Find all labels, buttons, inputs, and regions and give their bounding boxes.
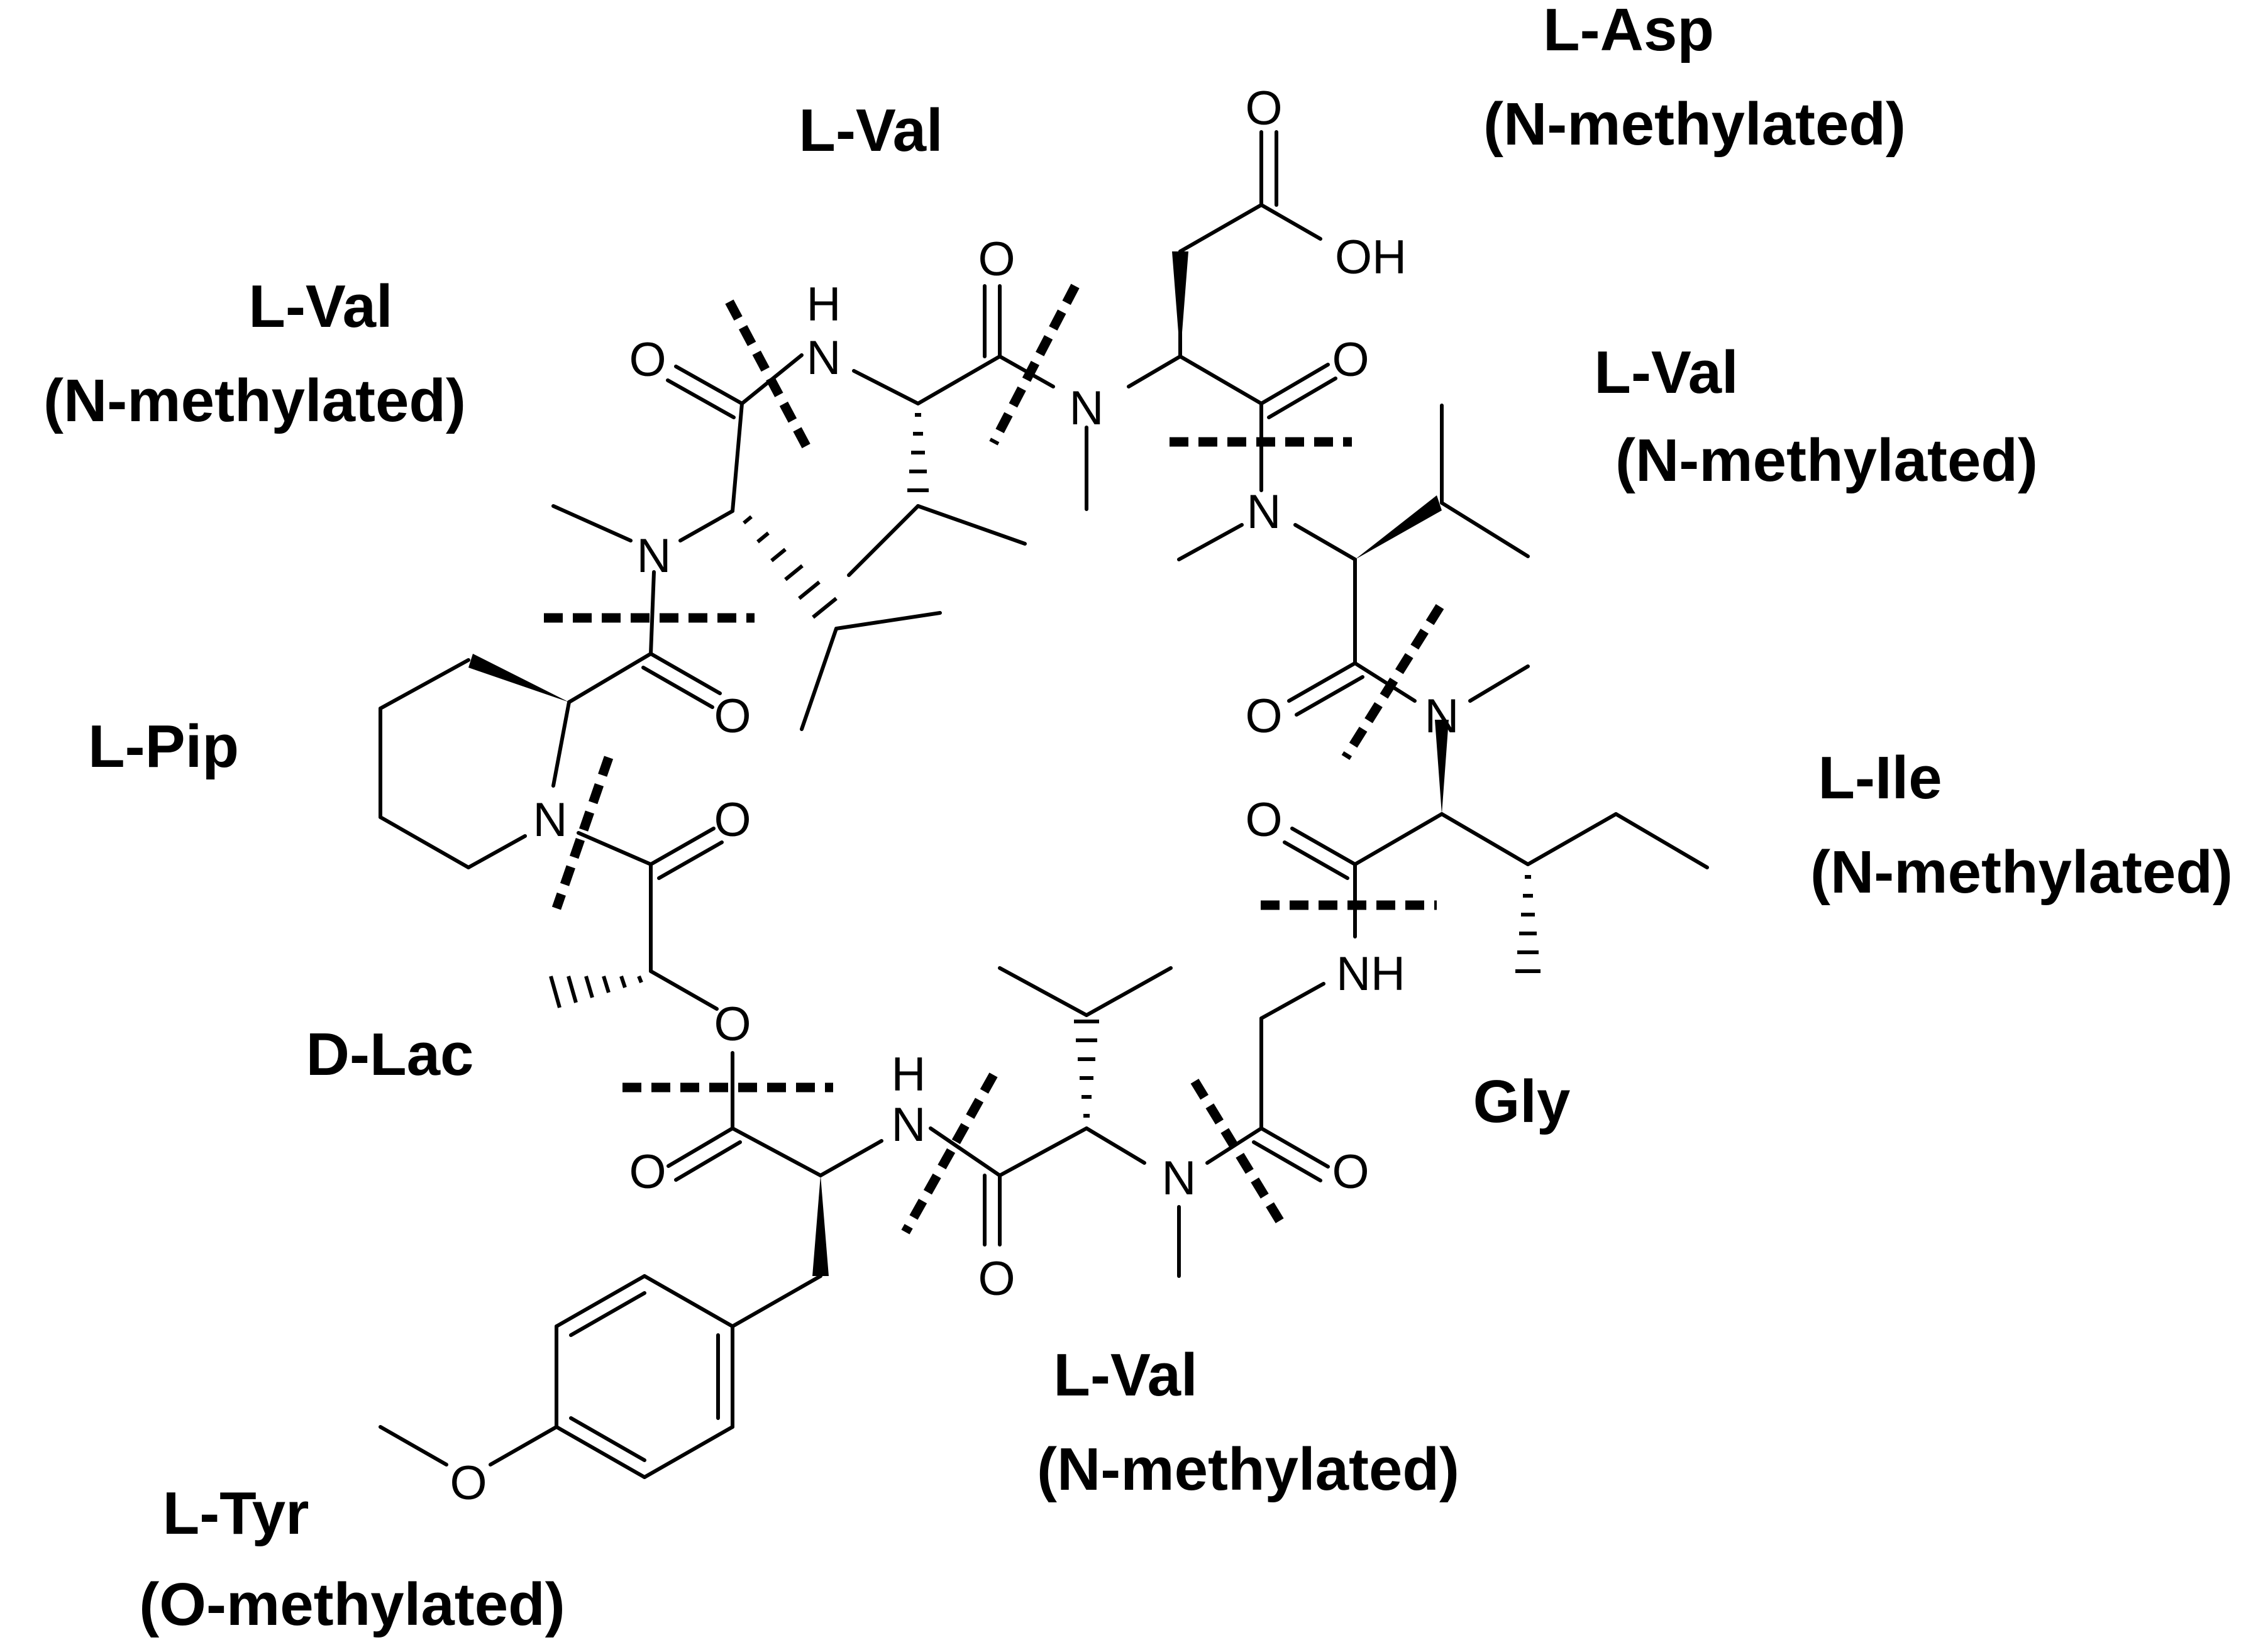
label-tyr-mod: (O-methylated) (139, 1571, 565, 1638)
label-pip-name: L-Pip (88, 713, 239, 780)
atom-o-gly: O (1332, 1145, 1369, 1199)
cleavage-markers (544, 283, 1444, 1235)
label-val-bottom-mod: (N-methylated) (1037, 1436, 1459, 1503)
label-tyr-name: L-Tyr (163, 1480, 309, 1547)
atom-n-pip: N (533, 793, 568, 847)
atom-h-val-top: H (807, 278, 841, 331)
label-val-right-mod: (N-methylated) (1615, 427, 2038, 494)
atom-n-asp: N (1070, 382, 1104, 435)
label-asp-mod: (N-methylated) (1483, 91, 1906, 158)
label-val-bottom-name: L-Val (1053, 1341, 1197, 1409)
atom-n-val-right: N (1247, 485, 1281, 539)
atom-o-val-bottom: O (978, 1252, 1015, 1306)
atom-o-asp-carbonyl: O (1245, 82, 1282, 135)
atom-n-val-upper-left: N (637, 529, 672, 583)
atom-oh-asp: OH (1335, 231, 1407, 284)
label-val-upper-left-mod: (N-methylated) (43, 367, 466, 434)
atom-o-asp-backbone: O (1332, 333, 1369, 387)
atom-nh-gly: NH (1336, 947, 1405, 1001)
stereo-hashes (549, 413, 1541, 1118)
atom-n-ile: N (1425, 690, 1459, 743)
atom-o-val-right: O (1245, 690, 1282, 743)
label-val-right-name: L-Val (1594, 339, 1738, 406)
label-ile-mod: (N-methylated) (1810, 839, 2233, 906)
atom-o-val-upper-left: O (629, 333, 666, 387)
atom-h-tyr: H (892, 1048, 926, 1101)
atom-o-lac: O (714, 793, 751, 847)
atom-n-val-top: N (807, 331, 841, 385)
atom-o-tyr: O (629, 1145, 666, 1199)
atom-labels: O OH O O H N O N N N O O N N O O NH O H … (450, 82, 1459, 1510)
label-val-upper-left-name: L-Val (248, 273, 392, 340)
atom-n-tyr: N (892, 1098, 926, 1152)
label-ile-name: L-Ile (1818, 744, 1942, 812)
atom-o-ile: O (1245, 793, 1282, 847)
atom-o-methoxy: O (450, 1456, 487, 1510)
atom-o-pip: O (714, 690, 751, 743)
label-asp-name: L-Asp (1543, 0, 1714, 63)
atom-n-val-bottom: N (1162, 1152, 1197, 1205)
residue-labels: L-Asp (N-methylated) L-Val L-Val (N-meth… (43, 0, 2233, 1638)
stereo-wedges (468, 251, 1449, 1276)
atom-o-ester: O (714, 998, 751, 1051)
atom-o-val-top: O (978, 233, 1015, 286)
bond-skeleton (379, 130, 1709, 1479)
label-gly-name: Gly (1473, 1068, 1571, 1135)
label-lac-name: D-Lac (306, 1021, 474, 1088)
label-val-top-name: L-Val (799, 97, 943, 164)
